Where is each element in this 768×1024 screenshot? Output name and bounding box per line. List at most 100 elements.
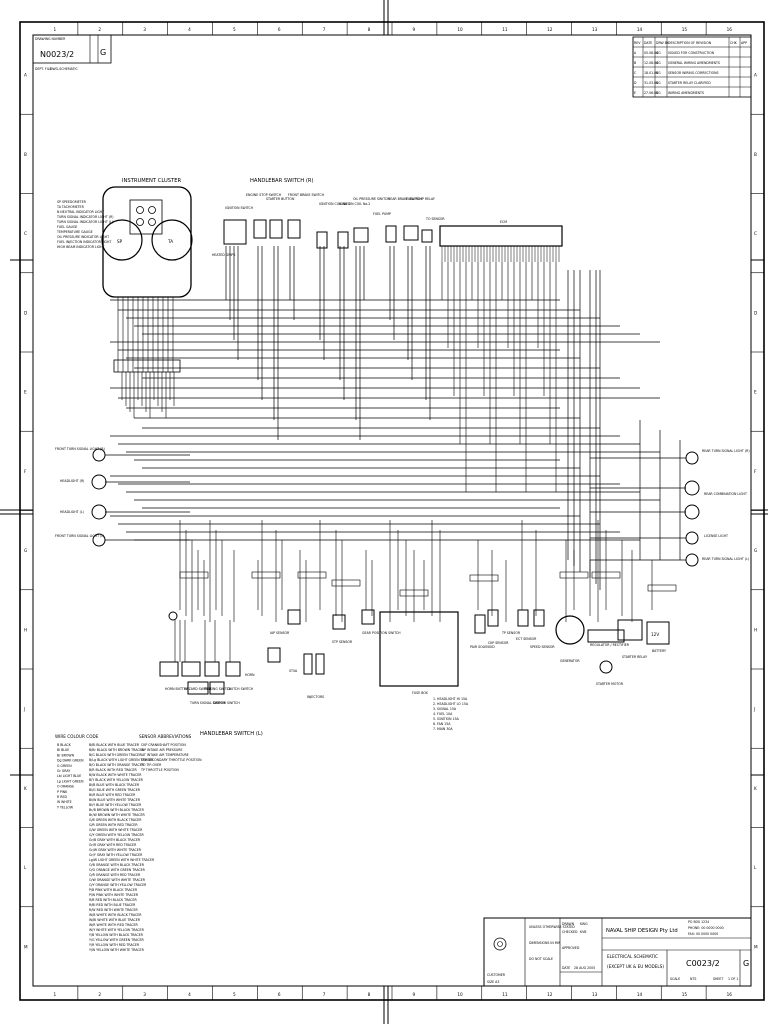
wire-colour-item: O ORANGE (57, 785, 74, 789)
contact-2: PHONE: 00 0000 0000 (688, 926, 724, 930)
wire-colour-combo: B/O BLACK WITH ORANGE TRACER (89, 763, 145, 767)
headlight-r-label: HEADLIGHT (R) (60, 479, 84, 483)
wire-colour-item: G GREEN (57, 764, 72, 768)
fuse-box-label: FUSE BOX (412, 691, 429, 695)
stp-sensor-label: STP SENSOR (332, 640, 353, 644)
wire-colour-combo: W/R WHITE WITH RED TRACER (89, 923, 138, 927)
grid-row-left: J (23, 707, 25, 712)
grid-col-top: 1 (53, 27, 56, 32)
grid-row-right: K (754, 786, 757, 791)
cluster-legend-item: TA TACHOMETER (56, 205, 85, 209)
wire-colour-combo: Y/R YELLOW WITH RED TRACER (89, 943, 140, 947)
wire-colour-combo: P/W PINK WITH WHITE TRACER (89, 893, 139, 897)
grid-row-right: G (754, 548, 757, 553)
grid-col-bottom: 3 (143, 992, 146, 997)
front-turn-r-label: FRONT TURN SIGNAL LIGHT (R) (55, 447, 105, 451)
grid-col-bottom: 15 (682, 992, 688, 997)
starter-relay-label: STARTER RELAY (622, 655, 647, 659)
revision-cell: ISSUED FOR CONSTRUCTION (668, 51, 715, 55)
ecm-pins (441, 246, 560, 262)
starter-button-label: STARTER BUTTON (266, 197, 295, 201)
wire-colour-combo: Bl/B BLUE WITH BLACK TRACER (89, 783, 140, 787)
grid-col-bottom: 7 (323, 992, 326, 997)
handlebar-switch-l-label: HANDLEBAR SWITCH (L) (200, 731, 263, 737)
wire-colour-combo: Y/G YELLOW WITH GREEN TRACER (89, 938, 145, 942)
sensor-abbreviation-item: CKP CRANKSHAFT POSITION (141, 743, 186, 747)
instrument-cluster-label: INSTRUMENT CLUSTER (122, 178, 182, 184)
top-drawing-number-box: DRAWING NUMBER N0023/2 G DEPT. FILE: DWG… (32, 34, 112, 71)
revision-header: DESCRIPTION OF REVISION (668, 41, 712, 45)
wire-colour-combo: Gr/B GRAY WITH BLACK TRACER (89, 838, 141, 842)
grid-col-top: 4 (188, 27, 191, 32)
revision-header: DATE (644, 41, 652, 45)
grid-row-right: B (754, 152, 757, 157)
turn-signal-switch-label: TURN SIGNAL SWITCH (189, 701, 226, 705)
headlight-l-label: HEADLIGHT (L) (60, 510, 84, 514)
revision-cell: KG (656, 51, 661, 55)
revision-header: REV (634, 41, 641, 45)
grid-col-top: 16 (727, 27, 733, 32)
ecm-label: ECM (500, 220, 507, 224)
grid-col-top: 5 (233, 27, 236, 32)
grid-col-bottom: 1 (53, 992, 56, 997)
grid-col-top: 8 (368, 27, 371, 32)
drawing-number-label: DRAWING NUMBER (35, 37, 66, 41)
fuel-pump-relay-label: FUEL PUMP RELAY (406, 197, 435, 201)
wire-colour-combo: O/B ORANGE WITH BLACK TRACER (89, 863, 145, 867)
title-drawing-number: C0023/2 (686, 959, 720, 968)
wire-colour-combo: B/R BLACK WITH RED TRACER (89, 768, 138, 772)
revision-cell: GENERAL WIRING AMENDMENTS (668, 61, 720, 65)
dimmer-switch-label: DIMMER SWITCH (213, 701, 240, 705)
wire-colour-combo: O/R ORANGE WITH RED TRACER (89, 873, 141, 877)
clutch-switch-label: CLUTCH SWITCH (227, 687, 254, 691)
wire-colour-combo: Y/B YELLOW WITH BLACK TRACER (89, 933, 144, 937)
fuse-item: 1. HEADLIGHT HI 15A (433, 697, 468, 701)
wire-colour-item: Lbl LIGHT BLUE (57, 774, 81, 778)
grid-row-right: D (754, 310, 757, 315)
revision-cell: 18.01.05 (644, 71, 658, 75)
wire-colour-combo: Lg/W LIGHT GREEN WITH WHITE TRACER (89, 858, 155, 862)
grid-row-right: H (754, 627, 757, 632)
wire-colour-combo: R/B RED WITH BLACK TRACER (89, 898, 138, 902)
wire-colour-combo: G/Y GREEN WITH YELLOW TRACER (89, 833, 145, 837)
wire-colour-combo: B/Br BLACK WITH BROWN TRACER (89, 748, 145, 752)
grid-row-right: M (754, 944, 758, 949)
wire-colour-item: R RED (57, 795, 67, 799)
sensor-abbreviation-item: IAT INTAKE AIR TEMPERATURE (141, 753, 189, 757)
wire-colour-item: B BLACK (57, 743, 72, 747)
wire-colour-combo: R/Bl RED WITH BLUE TRACER (89, 903, 136, 907)
ignition-coil-1-label: IGNITION COIL No.1 (319, 202, 350, 206)
front-lights: FRONT TURN SIGNAL LIGHT (R) HEADLIGHT (R… (55, 447, 107, 547)
cluster-legend-item: TURN SIGNAL INDICATOR LIGHT (R) (56, 215, 114, 219)
grid-row-left: B (24, 152, 27, 157)
rear-combination-label: REAR COMBINATION LIGHT (704, 492, 747, 496)
wire-colour-item: Bl BLUE (57, 748, 69, 752)
wire-colour-combo: W/Y WHITE WITH YELLOW TRACER (89, 928, 145, 932)
grid-row-left: E (24, 390, 27, 395)
wire-colour-item: W WHITE (57, 800, 72, 804)
wire-colour-combo: O/Y ORANGE WITH YELLOW TRACER (89, 883, 147, 887)
wire-colour-item: Gr GRAY (57, 769, 70, 773)
scale-value: NTS (690, 977, 696, 981)
revision-cell: 12.08.04 (644, 61, 658, 65)
wire-colour-combo: Gr/W GRAY WITH WHITE TRACER (89, 848, 142, 852)
wire-colour-combo: O/W ORANGE WITH WHITE TRACER (89, 878, 146, 882)
wire-colour-combo: Br/W BROWN WITH WHITE TRACER (89, 813, 146, 817)
grid-col-bottom: 12 (547, 992, 553, 997)
ckp-sensor-label: CKP SENSOR (488, 641, 509, 645)
approved-label: APPROVED (562, 946, 580, 950)
grid-col-top: 15 (682, 27, 688, 32)
wire-colour-combo: Bl/G BLUE WITH GREEN TRACER (89, 788, 141, 792)
front-turn-l-label: FRONT TURN SIGNAL LIGHT (L) (55, 534, 104, 538)
iap-sensor-label: IAP SENSOR (270, 631, 290, 635)
oil-pressure-label: OIL PRESSURE SWITCH (353, 197, 390, 201)
wire-colour-combo: O/G ORANGE WITH GREEN TRACER (89, 868, 146, 872)
grid-col-top: 2 (98, 27, 101, 32)
sheet-value: 1 OF 1 (728, 977, 738, 981)
grid-col-top: 10 (457, 27, 463, 32)
revision-cell: KG (656, 91, 661, 95)
revision-cell: B (634, 61, 636, 65)
speed-sensor-label: SPEED SENSOR (530, 645, 555, 649)
wire-colour-combo: G/W GREEN WITH WHITE TRACER (89, 828, 143, 832)
